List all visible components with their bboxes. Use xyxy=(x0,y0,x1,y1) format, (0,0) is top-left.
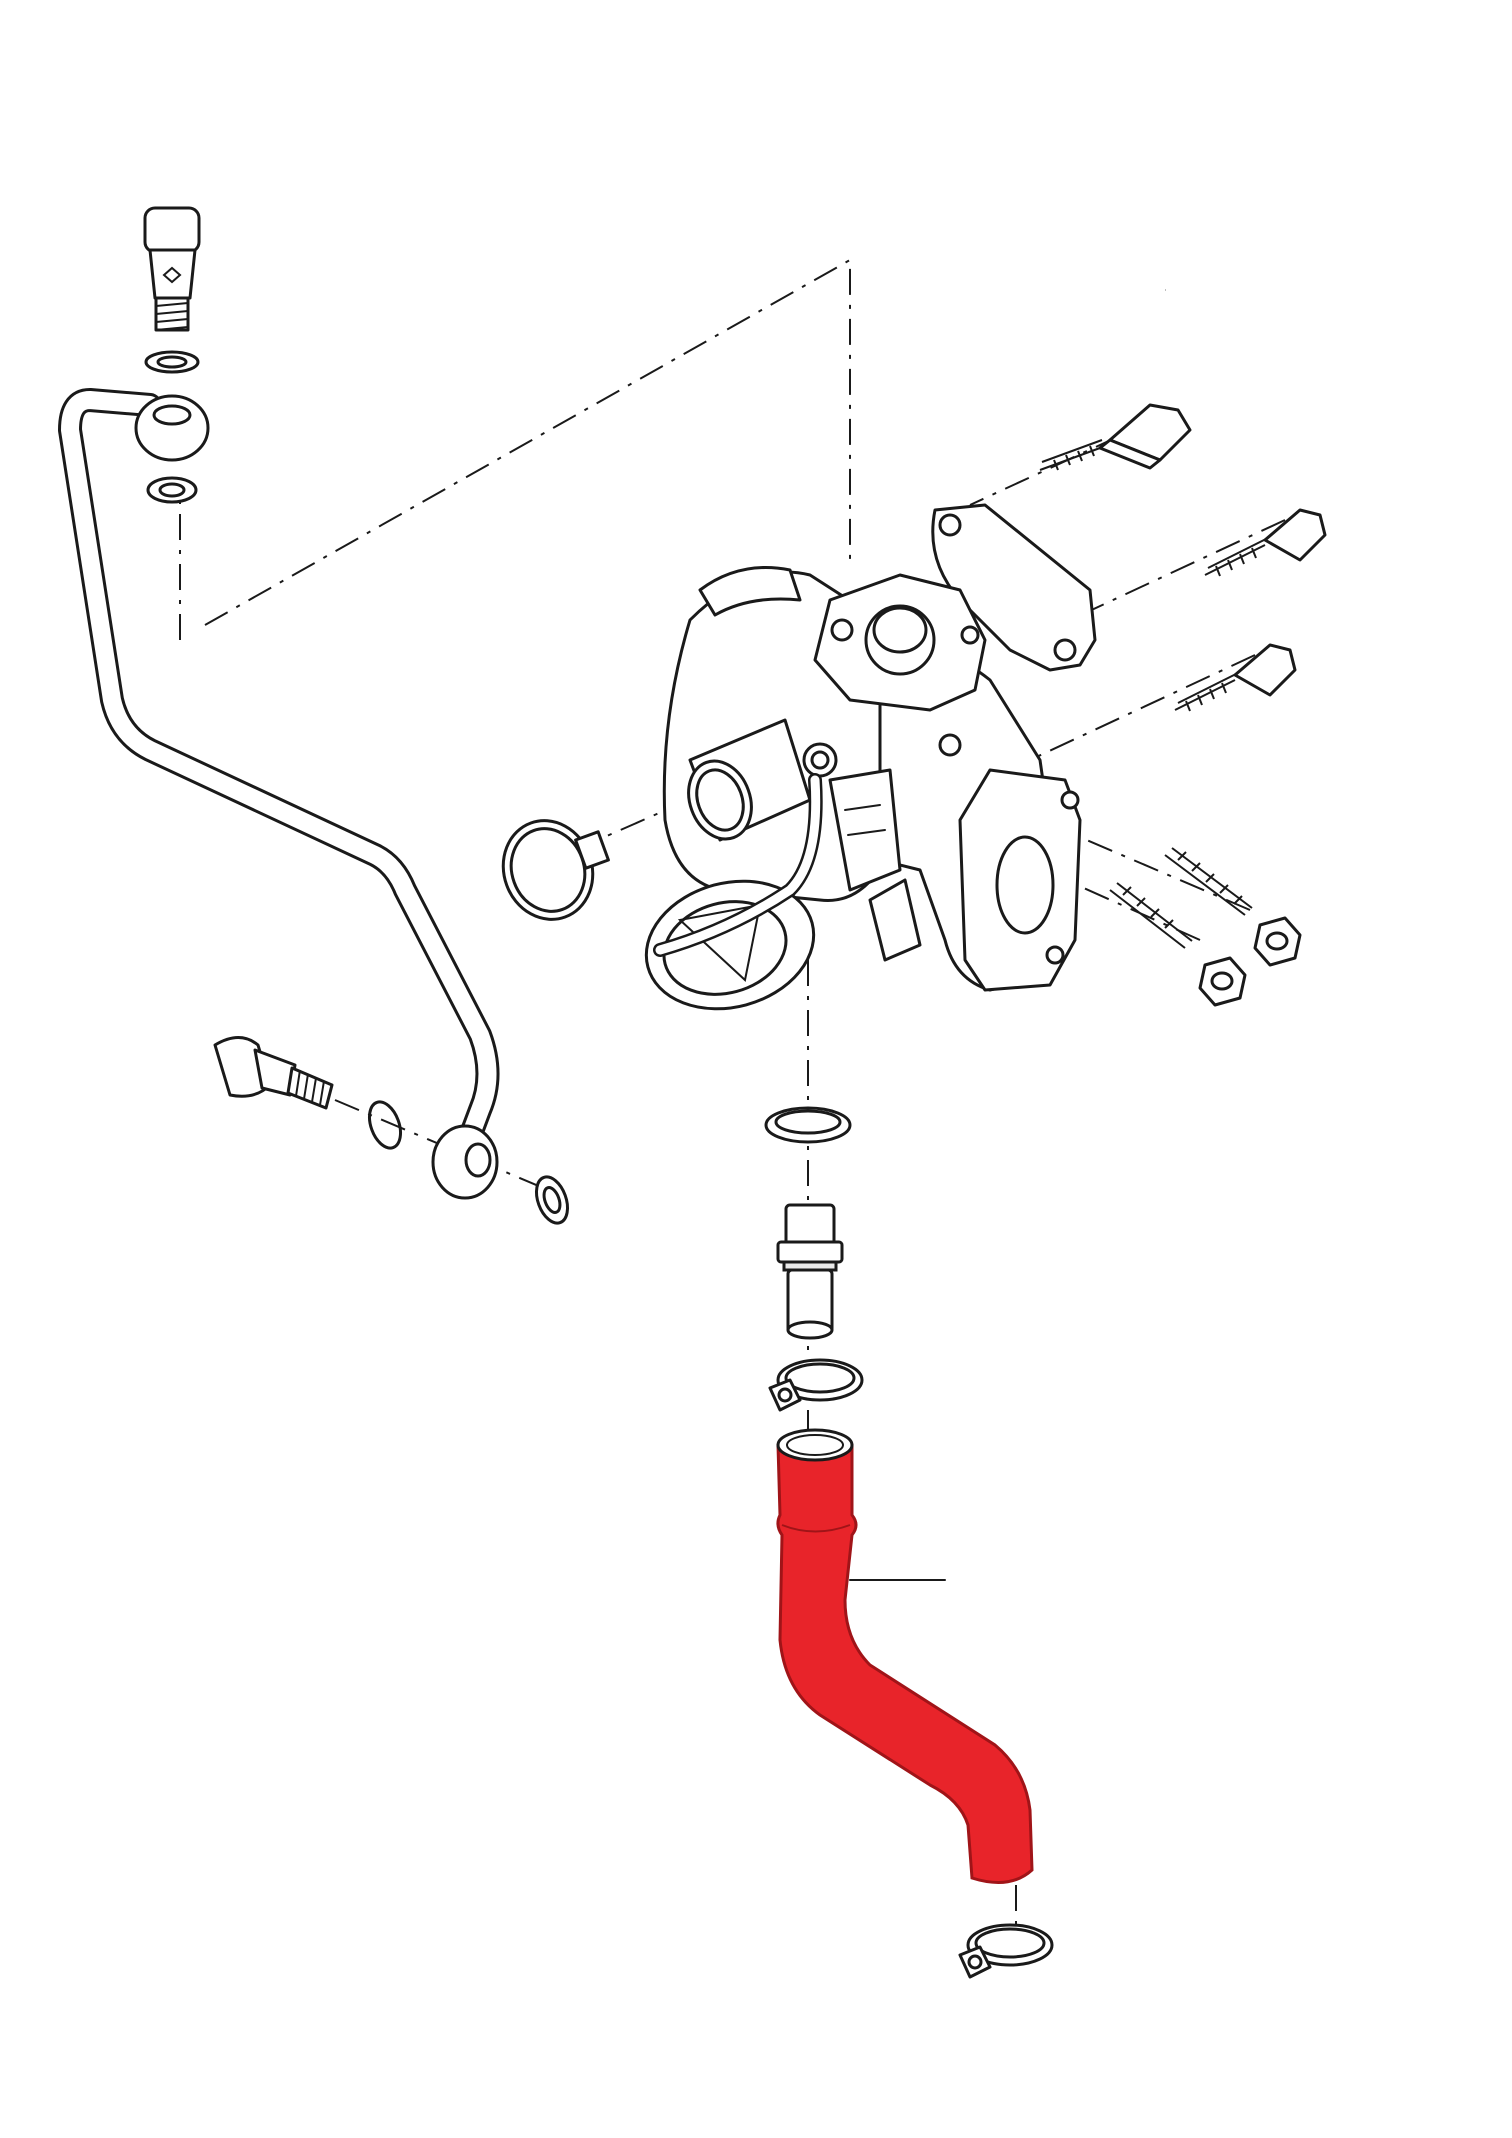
nut-1 xyxy=(1253,916,1302,967)
mounting-bolt-3 xyxy=(1174,643,1297,712)
turbocharger xyxy=(644,503,1097,1011)
oil-drain-adapter xyxy=(776,1203,844,1340)
banjo-bolt-upper xyxy=(143,206,201,332)
oil-feed-pipe xyxy=(58,388,500,1162)
banjo-bolt-lower xyxy=(213,1036,334,1110)
banjo-fitting-lower xyxy=(431,1124,499,1200)
stud-2 xyxy=(1109,882,1193,949)
gasket-ring xyxy=(764,1106,852,1144)
mounting-bolt-1 xyxy=(1039,403,1192,471)
sealing-washer-lower-2 xyxy=(534,1175,570,1225)
hose-clamp-upper xyxy=(768,1358,864,1412)
compressor-outlet-clamp xyxy=(501,819,610,921)
mounting-bolt-2 xyxy=(1204,508,1327,577)
hose-clamp-lower xyxy=(958,1923,1054,1979)
sealing-washer-upper-1 xyxy=(144,350,200,374)
assembly-centerlines xyxy=(179,258,1286,1960)
oil-return-hose xyxy=(776,1428,1034,1884)
banjo-fitting-upper xyxy=(134,394,210,462)
stud-1 xyxy=(1164,847,1253,916)
sealing-washer-lower-1 xyxy=(367,1100,403,1150)
sealing-washer-upper-2 xyxy=(146,476,198,504)
nut-2 xyxy=(1198,956,1247,1007)
